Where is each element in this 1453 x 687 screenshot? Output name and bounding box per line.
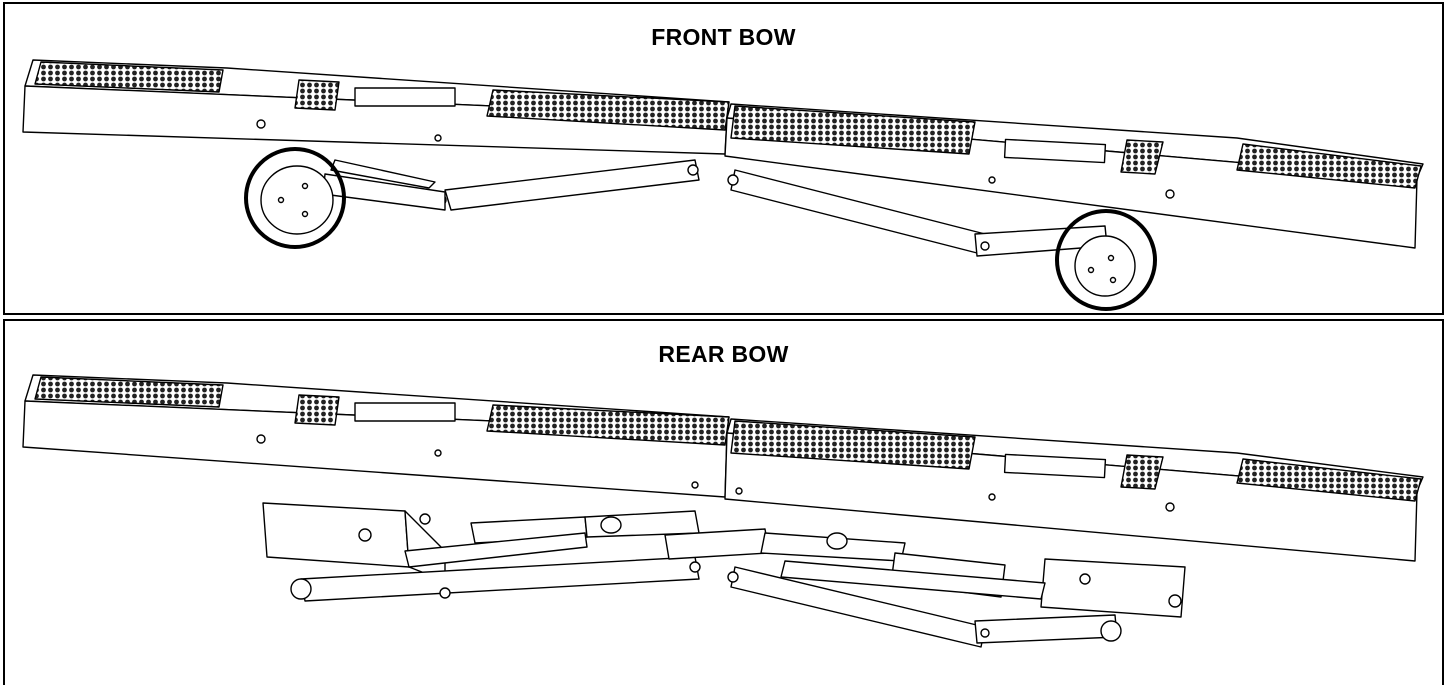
left-beam bbox=[22, 374, 730, 498]
wheel-icon bbox=[260, 165, 334, 235]
bolt-icon bbox=[1165, 502, 1175, 512]
right-arm bbox=[727, 169, 1108, 257]
front-bow-panel: FRONT BOW bbox=[3, 2, 1444, 315]
right-beam bbox=[724, 418, 1424, 562]
front-bow-title: FRONT BOW bbox=[651, 24, 796, 50]
left-beam bbox=[22, 59, 730, 155]
callout-circle-icon bbox=[244, 147, 346, 249]
bolt-icon bbox=[1165, 189, 1175, 199]
left-arm bbox=[322, 159, 700, 211]
rear-bow-title: REAR BOW bbox=[658, 341, 789, 367]
front-bow-drawing bbox=[22, 59, 1424, 311]
right-linkage bbox=[727, 532, 1186, 648]
callout-circle-icon bbox=[1055, 209, 1157, 311]
wheel-icon bbox=[1074, 235, 1136, 297]
rear-bow-drawing bbox=[22, 374, 1424, 648]
rear-bow-panel: REAR BOW bbox=[3, 319, 1444, 685]
bolt-icon bbox=[256, 119, 266, 129]
right-beam bbox=[724, 103, 1424, 249]
bolt-icon bbox=[256, 434, 266, 444]
left-linkage bbox=[262, 502, 770, 602]
